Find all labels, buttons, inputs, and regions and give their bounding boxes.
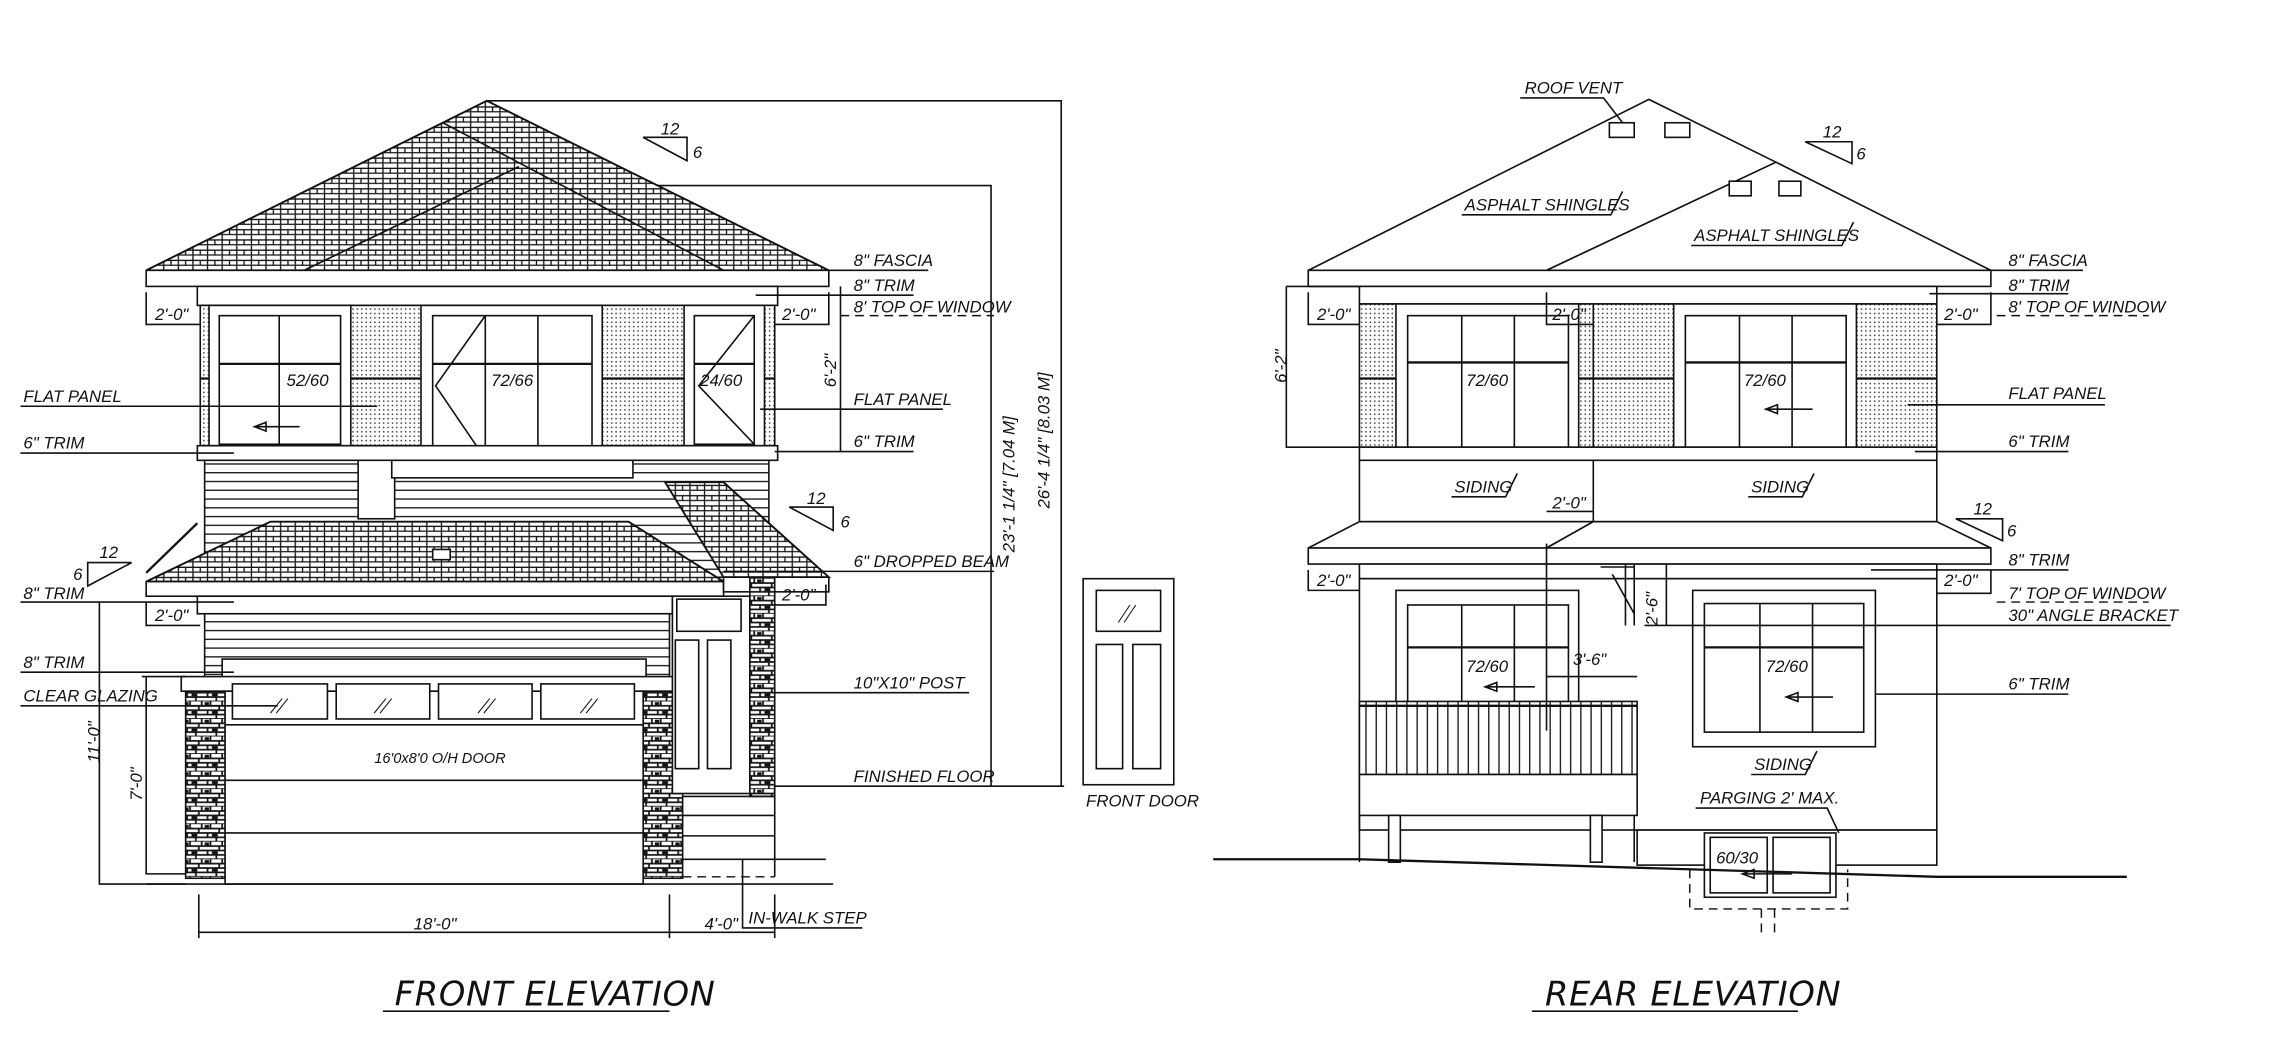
svg-text:8" FASCIA: 8" FASCIA [2008, 251, 2087, 270]
svg-text:2'-0": 2'-0" [154, 606, 189, 625]
window-72-60: 72/60 [1672, 303, 1858, 448]
svg-text:2'-0": 2'-0" [154, 305, 189, 324]
front-door-title: FRONT DOOR [1086, 792, 1199, 811]
svg-text:FLAT PANEL: FLAT PANEL [2008, 384, 2106, 403]
window-24-60: 24/60 [683, 304, 766, 447]
stone-pilaster-left [184, 690, 226, 880]
svg-text:72/60: 72/60 [1466, 371, 1509, 390]
svg-text:3'-6": 3'-6" [1573, 650, 1607, 669]
svg-text:2'-0": 2'-0" [781, 305, 816, 324]
svg-text:ASPHALT SHINGLES: ASPHALT SHINGLES [1464, 195, 1631, 214]
svg-text:SIDING: SIDING [1751, 477, 1809, 496]
window-52-60: 52/60 [208, 304, 352, 447]
svg-text:10"X10" POST: 10"X10" POST [854, 673, 967, 692]
svg-text:30" ANGLE BRACKET: 30" ANGLE BRACKET [2008, 606, 2179, 625]
svg-text:SIDING: SIDING [1454, 477, 1512, 496]
svg-text:7' TOP OF WINDOW: 7' TOP OF WINDOW [2008, 584, 2167, 603]
front-elevation: 52/60 72/66 24/60 [20, 99, 1065, 1013]
svg-text:2'-0": 2'-0" [1316, 305, 1351, 324]
roof-vent [1608, 121, 1636, 139]
svg-text:12: 12 [807, 489, 826, 508]
svg-text:6: 6 [2007, 521, 2017, 540]
svg-text:6'-2": 6'-2" [821, 353, 840, 387]
svg-text:72/60: 72/60 [1466, 657, 1509, 676]
slope-indicator: 12 6 [1804, 122, 1866, 165]
svg-text:2'-0": 2'-0" [781, 586, 816, 605]
front-elevation-title: FRONT ELEVATION [395, 974, 716, 1013]
garage-door: 16'0x8'0 O/H DOOR [224, 683, 644, 885]
svg-text:11'-0": 11'-0" [84, 720, 103, 763]
svg-text:26'-4 1/4" [8.03 M]: 26'-4 1/4" [8.03 M] [1035, 372, 1054, 509]
window-72-66: 72/66 [420, 304, 604, 463]
svg-text:12: 12 [661, 119, 680, 138]
svg-text:6: 6 [693, 143, 703, 162]
svg-text:6" TRIM: 6" TRIM [2008, 675, 2069, 694]
svg-text:8' TOP OF WINDOW: 8' TOP OF WINDOW [2008, 298, 2167, 317]
svg-text:23'-1 1/4" [7.04 M]: 23'-1 1/4" [7.04 M] [999, 416, 1018, 553]
slope-indicator: 12 6 [788, 489, 850, 532]
svg-text:72/66: 72/66 [491, 371, 534, 390]
svg-text:8" TRIM: 8" TRIM [23, 653, 84, 672]
window-72-60: 72/60 [1691, 589, 1877, 748]
svg-text:CLEAR GLAZING: CLEAR GLAZING [23, 686, 157, 705]
svg-text:6: 6 [840, 513, 850, 532]
svg-text:FINISHED FLOOR: FINISHED FLOOR [854, 767, 995, 786]
svg-text:6" TRIM: 6" TRIM [854, 432, 915, 451]
svg-text:2'-0": 2'-0" [1943, 571, 1978, 590]
svg-text:8' TOP OF WINDOW: 8' TOP OF WINDOW [854, 298, 1013, 317]
svg-text:7'-0": 7'-0" [127, 766, 146, 800]
rear-elevation-title: REAR ELEVATION [1545, 974, 1841, 1013]
svg-text:FLAT PANEL: FLAT PANEL [23, 387, 121, 406]
svg-text:IN-WALK STEP: IN-WALK STEP [748, 909, 867, 928]
svg-text:2'-0": 2'-0" [1316, 571, 1351, 590]
svg-text:12: 12 [1973, 499, 1992, 518]
rear-deck [1358, 700, 1638, 863]
svg-text:8" TRIM: 8" TRIM [854, 276, 915, 295]
window-60-30: 60/30 [1703, 832, 1837, 899]
label-roof-vent: ROOF VENT [1525, 79, 1624, 98]
svg-text:12: 12 [99, 543, 118, 562]
svg-text:ASPHALT SHINGLES: ASPHALT SHINGLES [1693, 226, 1860, 245]
svg-text:PARGING 2' MAX.: PARGING 2' MAX. [1700, 789, 1839, 808]
svg-text:SIDING: SIDING [1754, 755, 1812, 774]
svg-text:52/60: 52/60 [287, 371, 330, 390]
svg-text:4'-0": 4'-0" [705, 914, 739, 933]
svg-text:16'0x8'0 O/H DOOR: 16'0x8'0 O/H DOOR [374, 751, 506, 767]
svg-text:2'-0": 2'-0" [1943, 305, 1978, 324]
label-fascia: 8" FASCIA [854, 251, 933, 270]
post-10x10 [749, 576, 776, 798]
svg-text:2'-6": 2'-6" [1643, 591, 1662, 626]
svg-text:12: 12 [1823, 122, 1842, 141]
front-door-detail: FRONT DOOR [1082, 577, 1199, 811]
svg-text:6'-2": 6'-2" [1271, 348, 1290, 382]
svg-text:72/60: 72/60 [1744, 371, 1787, 390]
svg-text:6: 6 [1856, 144, 1866, 163]
svg-text:8" TRIM: 8" TRIM [2008, 276, 2069, 295]
svg-text:24/60: 24/60 [699, 371, 743, 390]
slope-indicator: 12 6 [73, 543, 132, 588]
svg-text:6: 6 [73, 565, 83, 584]
svg-text:8" TRIM: 8" TRIM [2008, 551, 2069, 570]
window-72-60: 72/60 [1395, 303, 1580, 448]
svg-text:2'-0": 2'-0" [1551, 494, 1586, 513]
svg-text:6" TRIM: 6" TRIM [2008, 432, 2069, 451]
svg-text:72/60: 72/60 [1766, 657, 1809, 676]
svg-text:2'-0": 2'-0" [1551, 305, 1586, 324]
svg-text:FLAT PANEL: FLAT PANEL [854, 390, 952, 409]
svg-text:60/30: 60/30 [1716, 849, 1759, 868]
slope-indicator: 12 6 [1955, 499, 2017, 542]
svg-text:8" TRIM: 8" TRIM [23, 584, 84, 603]
rear-elevation: 72/60 72/60 SIDING SIDING [1213, 79, 2180, 1013]
svg-text:18'-0": 18'-0" [414, 914, 458, 933]
slope-indicator: 12 6 [642, 119, 703, 163]
svg-text:6" DROPPED BEAM: 6" DROPPED BEAM [854, 552, 1009, 571]
svg-text:6" TRIM: 6" TRIM [23, 434, 84, 453]
